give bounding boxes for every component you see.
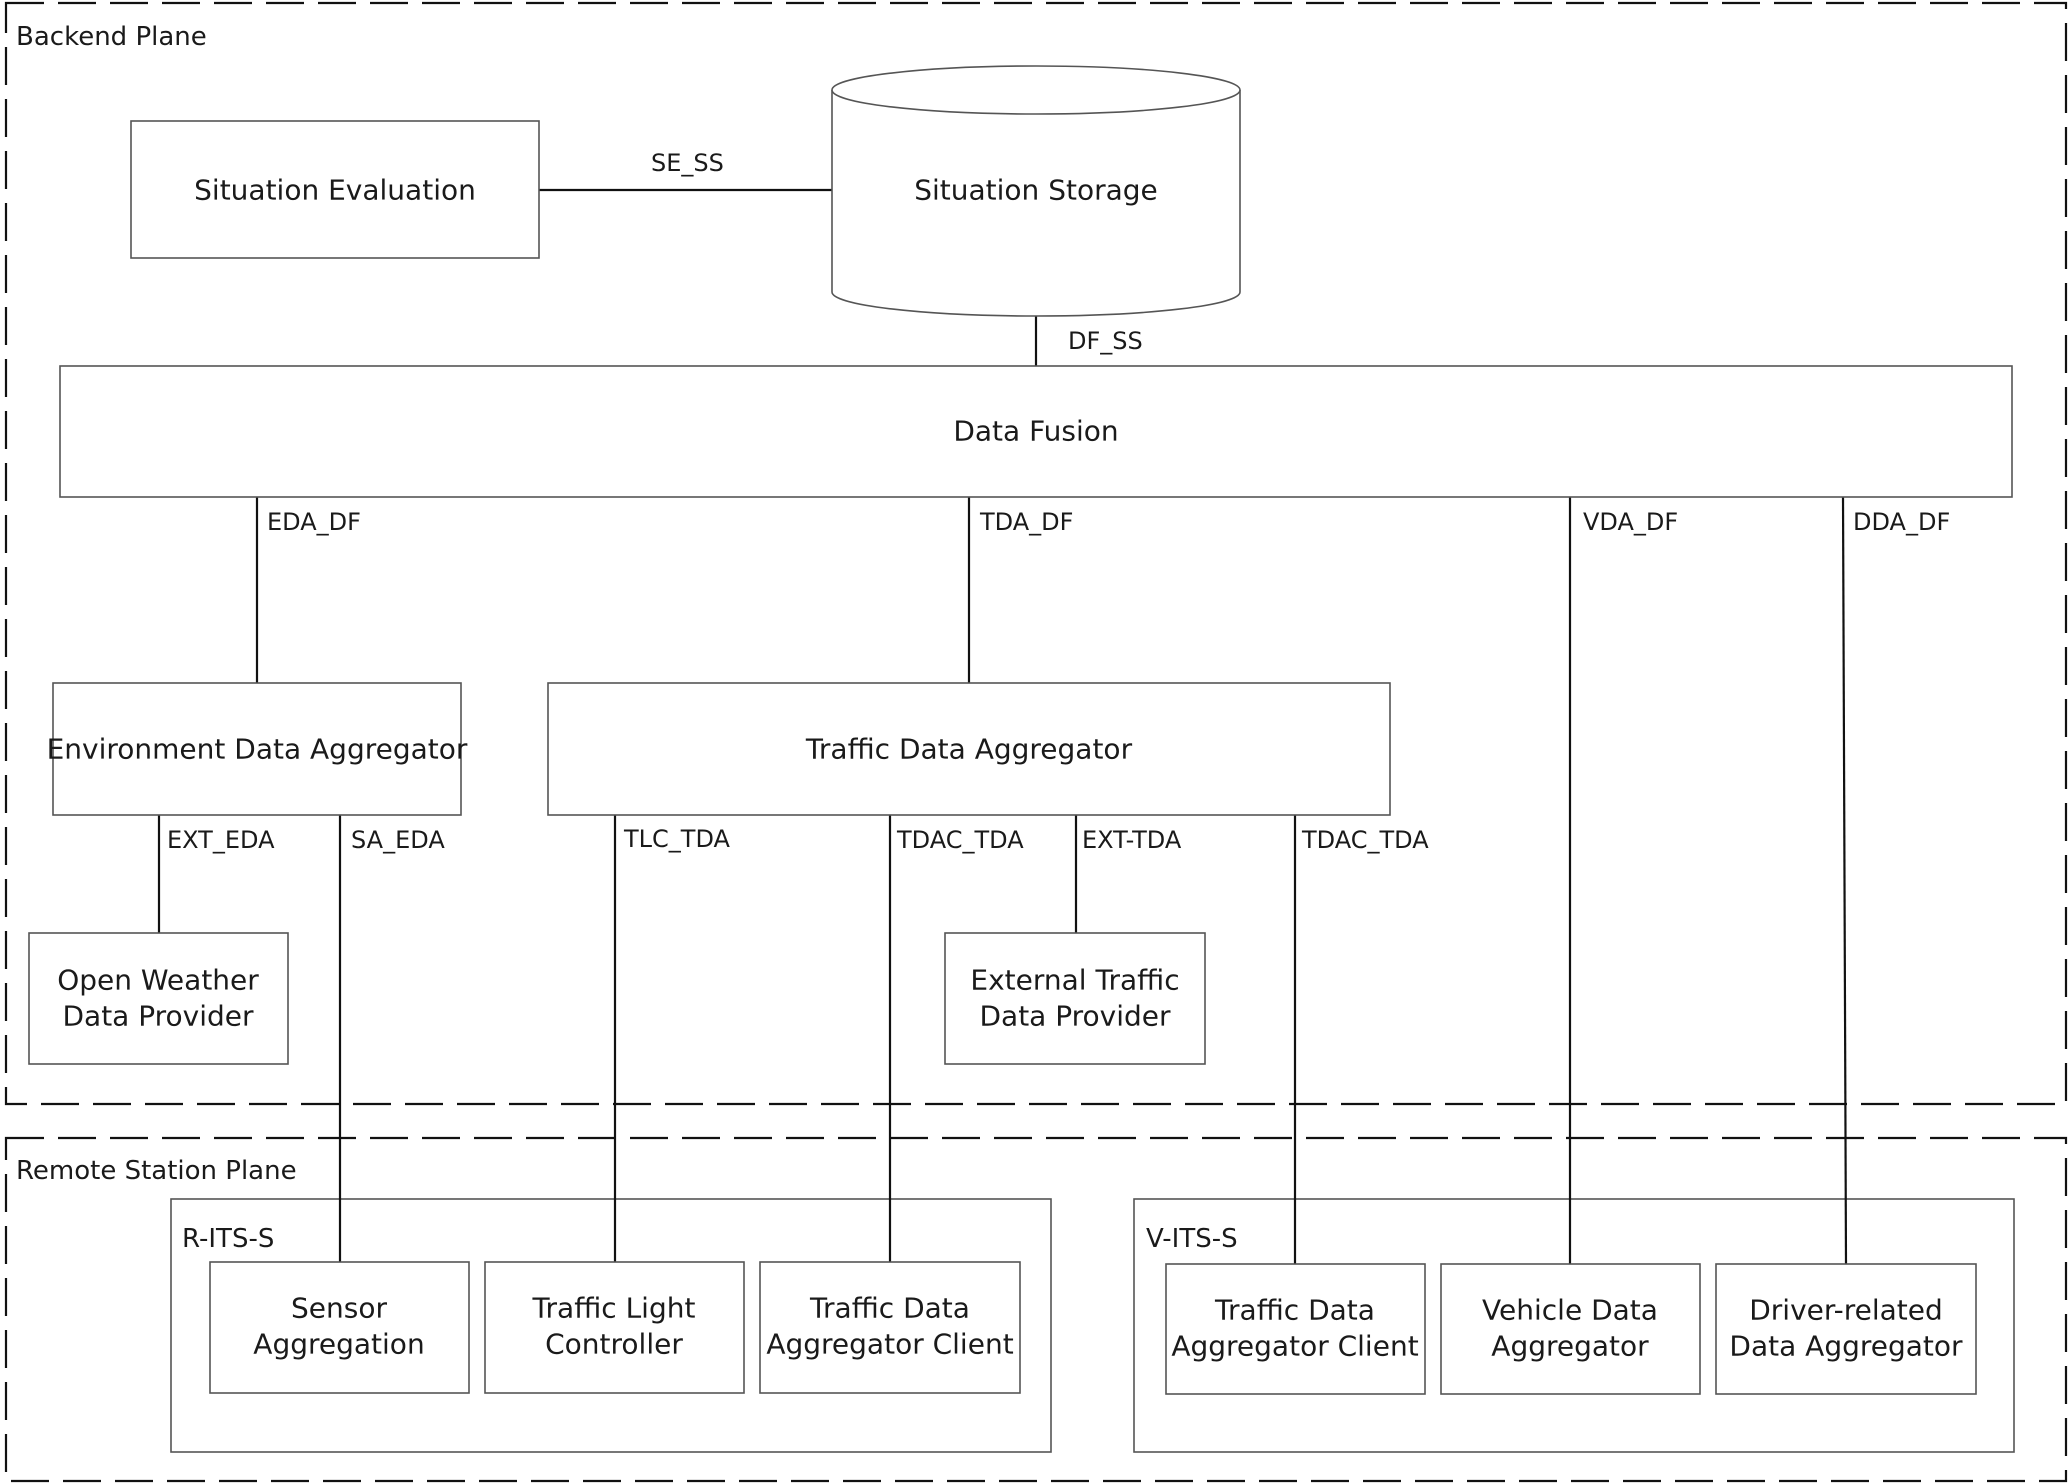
ext-tda-label: EXT-TDA bbox=[1082, 826, 1182, 854]
v-traffic-data-aggregator-client-box: Traffic Data Aggregator Client bbox=[1165, 1263, 1426, 1395]
sensor-aggregation-label-line1: Sensor bbox=[291, 1292, 387, 1325]
open-weather-data-provider-box: Open Weather Data Provider bbox=[28, 932, 289, 1065]
environment-data-aggregator-box: Environment Data Aggregator bbox=[47, 682, 468, 816]
situation-evaluation-label: Situation Evaluation bbox=[194, 174, 476, 207]
tdac-tda-v-label: TDAC_TDA bbox=[1301, 826, 1429, 854]
backend-plane bbox=[4, 1, 2068, 1106]
situation-storage-db: Situation Storage bbox=[831, 65, 1241, 317]
traffic-light-controller-label-line2: Controller bbox=[545, 1328, 683, 1361]
sensor-aggregation-box: Sensor Aggregation bbox=[209, 1261, 470, 1394]
data-fusion-label: Data Fusion bbox=[953, 415, 1118, 448]
situation-storage-label: Situation Storage bbox=[914, 174, 1158, 207]
sa-eda-label: SA_EDA bbox=[351, 826, 445, 854]
tdac-tda-r-label: TDAC_TDA bbox=[896, 826, 1024, 854]
v-its-s-label: V-ITS-S bbox=[1146, 1224, 1238, 1254]
traffic-light-controller-label-line1: Traffic Light bbox=[532, 1292, 696, 1325]
driver-related-label-line1: Driver-related bbox=[1749, 1294, 1943, 1327]
remote-station-plane-label: Remote Station Plane bbox=[16, 1156, 297, 1186]
external-traffic-label-line1: External Traffic bbox=[970, 964, 1179, 997]
open-weather-label-line2: Data Provider bbox=[62, 1000, 254, 1033]
traffic-light-controller-box: Traffic Light Controller bbox=[484, 1261, 745, 1394]
r-its-s-group bbox=[170, 1198, 1052, 1453]
data-fusion-box: Data Fusion bbox=[59, 365, 2013, 498]
r-tdac-label-line2: Aggregator Client bbox=[766, 1328, 1013, 1361]
open-weather-label-line1: Open Weather bbox=[57, 964, 259, 997]
sensor-aggregation-label-line2: Aggregation bbox=[253, 1328, 424, 1361]
dda-df-label: DDA_DF bbox=[1853, 508, 1950, 536]
tlc-tda-label: TLC_TDA bbox=[623, 825, 731, 853]
v-its-s-group bbox=[1133, 1198, 2015, 1453]
vehicle-data-aggregator-label-line1: Vehicle Data bbox=[1482, 1294, 1658, 1327]
v-tdac-label-line1: Traffic Data bbox=[1214, 1294, 1375, 1327]
traffic-data-aggregator-box: Traffic Data Aggregator bbox=[547, 682, 1391, 816]
eda-df-label: EDA_DF bbox=[267, 508, 361, 536]
backend-plane-label: Backend Plane bbox=[16, 22, 207, 52]
r-traffic-data-aggregator-client-box: Traffic Data Aggregator Client bbox=[759, 1261, 1021, 1394]
v-tdac-label-line2: Aggregator Client bbox=[1171, 1330, 1418, 1363]
dda-df-link bbox=[1841, 496, 1848, 1265]
vda-df-label: VDA_DF bbox=[1583, 508, 1678, 536]
traffic-data-aggregator-label: Traffic Data Aggregator bbox=[805, 733, 1133, 766]
external-traffic-label-line2: Data Provider bbox=[979, 1000, 1171, 1033]
remote-station-plane bbox=[4, 1136, 2068, 1483]
df-ss-label: DF_SS bbox=[1068, 327, 1143, 355]
tda-df-label: TDA_DF bbox=[979, 508, 1073, 536]
environment-data-aggregator-label: Environment Data Aggregator bbox=[47, 733, 468, 766]
external-traffic-data-provider-box: External Traffic Data Provider bbox=[944, 932, 1206, 1065]
connections bbox=[157, 188, 1848, 1265]
vehicle-data-aggregator-label-line2: Aggregator bbox=[1491, 1330, 1649, 1363]
driver-related-label-line2: Data Aggregator bbox=[1729, 1330, 1963, 1363]
se-ss-label: SE_SS bbox=[651, 149, 724, 177]
situation-evaluation-box: Situation Evaluation bbox=[130, 120, 540, 259]
r-tdac-label-line1: Traffic Data bbox=[809, 1292, 970, 1325]
driver-related-data-aggregator-box: Driver-related Data Aggregator bbox=[1715, 1263, 1977, 1395]
ext-eda-label: EXT_EDA bbox=[167, 826, 275, 854]
vehicle-data-aggregator-box: Vehicle Data Aggregator bbox=[1440, 1263, 1701, 1395]
r-its-s-label: R-ITS-S bbox=[182, 1224, 274, 1254]
